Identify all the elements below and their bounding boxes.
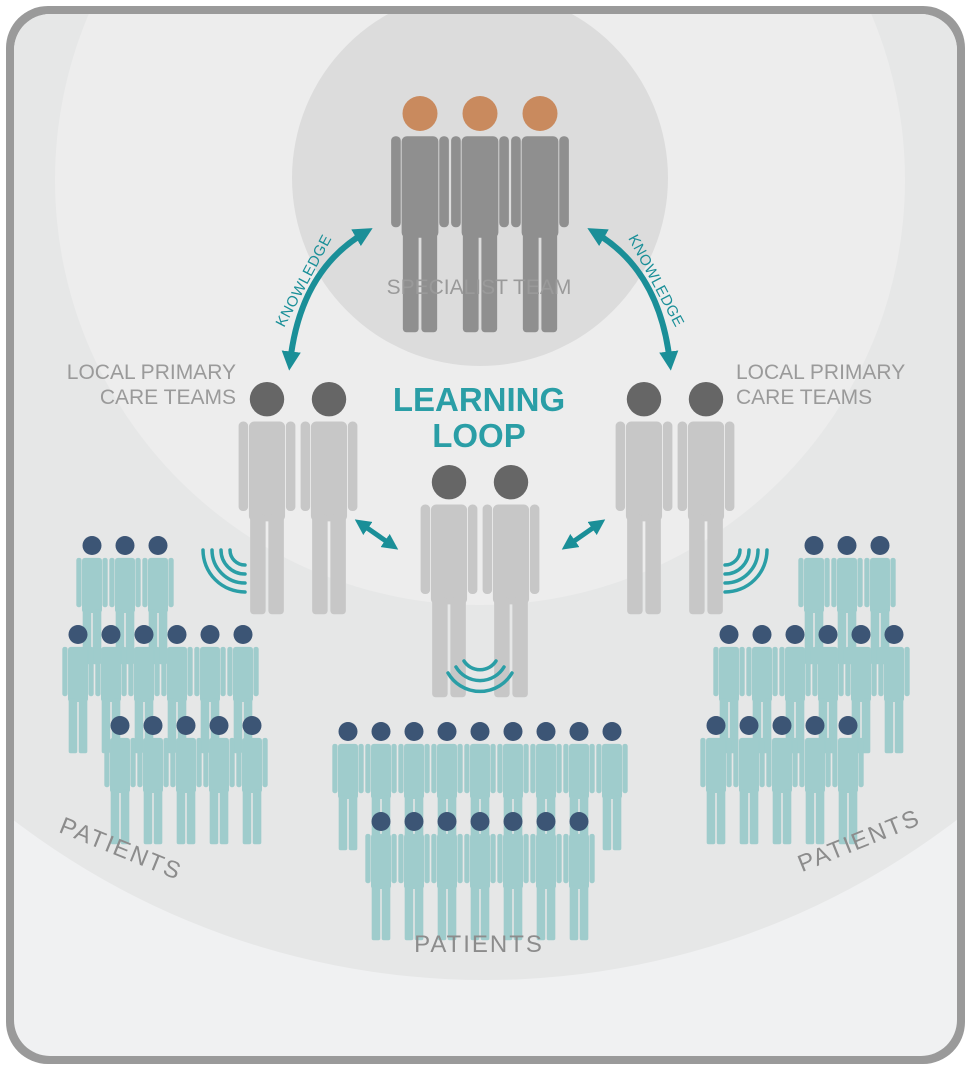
patients-center-row2-person bbox=[530, 812, 562, 941]
knowledge-arrow-right bbox=[587, 228, 679, 371]
patients-left-row3-person bbox=[170, 716, 202, 845]
patients-left-row3-person bbox=[203, 716, 235, 845]
signal-waves-left bbox=[201, 548, 247, 594]
patients-right-row3 bbox=[700, 716, 864, 845]
specialist-team-group-person bbox=[511, 96, 569, 333]
local-care-teams-right-line2: CARE TEAMS bbox=[736, 386, 872, 409]
local-care-teams-right-line1: LOCAL PRIMARY bbox=[736, 361, 905, 384]
specialist-team-group bbox=[391, 96, 569, 333]
people-layer bbox=[62, 96, 910, 941]
specialist-team-label: SPECIALIST TEAM bbox=[387, 276, 572, 299]
patients-center-row2-person bbox=[398, 812, 430, 941]
specialist-team-group-person bbox=[391, 96, 449, 333]
care-team-left-group-person bbox=[238, 382, 296, 615]
patients-right-row3-person bbox=[832, 716, 864, 845]
patients-right-row1-person bbox=[864, 536, 896, 665]
patients-left-row2-person bbox=[95, 625, 127, 754]
loop-arrow-left bbox=[354, 519, 399, 550]
learning-loop-title-line1: LEARNING bbox=[393, 381, 565, 418]
patients-center-row2 bbox=[365, 812, 595, 941]
patients-left-row3-person bbox=[137, 716, 169, 845]
patients-label-center: PATIENTS bbox=[414, 931, 544, 958]
patients-center-row1-person bbox=[332, 722, 364, 851]
patients-left-row1-person bbox=[76, 536, 108, 665]
signal-waves-center bbox=[446, 659, 514, 694]
patients-center-row2-person bbox=[497, 812, 529, 941]
patients-right-row2-person bbox=[779, 625, 811, 754]
care-team-right-group bbox=[615, 382, 735, 615]
patients-center-row2-person bbox=[365, 812, 397, 941]
patients-left-row3 bbox=[104, 716, 268, 845]
patients-left-row1 bbox=[76, 536, 174, 665]
patients-center-row2-person bbox=[464, 812, 496, 941]
knowledge-arrow-left bbox=[281, 228, 373, 371]
learning-loop-team-group-person bbox=[420, 465, 478, 698]
patients-left-row2-person bbox=[62, 625, 94, 754]
patients-left-row2 bbox=[62, 625, 259, 754]
care-team-left-group bbox=[238, 382, 358, 615]
patients-right-row3-person bbox=[733, 716, 765, 845]
patients-right-row2-person bbox=[878, 625, 910, 754]
local-care-teams-left-line2: CARE TEAMS bbox=[100, 386, 236, 409]
care-team-right-group-person bbox=[677, 382, 735, 615]
patients-right-row1-person bbox=[831, 536, 863, 665]
care-team-left-group-person bbox=[300, 382, 358, 615]
patients-right-row3-person bbox=[766, 716, 798, 845]
local-care-teams-left-line1: LOCAL PRIMARY bbox=[67, 361, 236, 384]
patients-right-row3-person bbox=[799, 716, 831, 845]
patients-left-row3-person bbox=[104, 716, 136, 845]
care-team-right-group-person bbox=[615, 382, 673, 615]
patients-center-row2-person bbox=[431, 812, 463, 941]
patients-center-row2-person bbox=[563, 812, 595, 941]
learning-loop-title-line2: LOOP bbox=[432, 417, 526, 454]
loop-arrow-right bbox=[561, 519, 606, 550]
patients-right-row3-person bbox=[700, 716, 732, 845]
patients-left-row3-person bbox=[236, 716, 268, 845]
signal-waves-right bbox=[723, 548, 769, 594]
patients-center-row1-person bbox=[596, 722, 628, 851]
patients-left-row2-person bbox=[128, 625, 160, 754]
patients-right-row2-person bbox=[845, 625, 877, 754]
specialist-team-group-person bbox=[451, 96, 509, 333]
